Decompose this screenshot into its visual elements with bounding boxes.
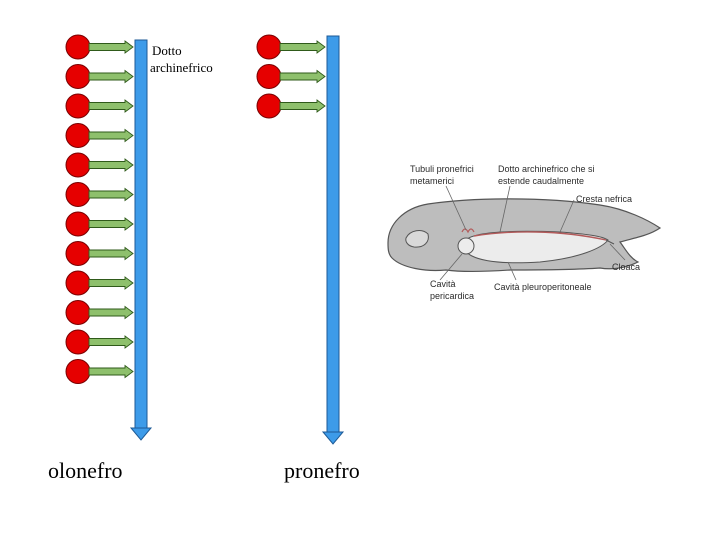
pronefro-label: pronefro (284, 458, 360, 483)
left-tubule-arrow-3 (88, 99, 134, 113)
label-dotto-line-1: Dotto archinefrico che si (498, 164, 595, 174)
left-tubule-arrow-12 (88, 364, 134, 379)
duct-label-line-1: Dotto (152, 43, 182, 58)
left-tubule-6 (65, 182, 91, 207)
left-tubule-8 (65, 241, 91, 266)
label-pericardica-line-1: Cavità (430, 279, 456, 289)
right-tubule-3 (256, 93, 282, 119)
right-archinephric-duct (321, 35, 345, 445)
archinephric-duct-inset (473, 231, 607, 241)
olonefro-label: olonefro (48, 458, 123, 483)
left-tubule-arrow-10 (88, 305, 134, 320)
left-tubule-2 (65, 64, 91, 89)
left-tubule-arrow-9 (88, 276, 134, 290)
left-tubule-5 (65, 152, 91, 178)
pericardial-cavity (457, 237, 475, 255)
right-tubule-1 (256, 34, 282, 60)
left-tubule-arrow-11 (88, 335, 134, 349)
left-tubule-arrow-7 (88, 217, 134, 231)
right-tubule-arrow-1 (279, 40, 326, 54)
right-tubule-arrow-3 (279, 99, 326, 113)
left-tubule-arrow-1 (88, 40, 134, 54)
label-pericardica: Cavità pericardica (430, 279, 474, 301)
right-tubules-group (256, 34, 326, 119)
left-tubule-3 (65, 93, 91, 119)
left-tubule-arrow-2 (88, 69, 134, 84)
label-pericardica-line-2: pericardica (430, 291, 474, 301)
label-pleuro: Cavità pleuroperitoneale (494, 282, 592, 292)
left-tubule-10 (65, 300, 91, 325)
label-tubuli-line-2: metamerici (410, 176, 454, 186)
right-tubule-arrow-2 (279, 69, 326, 84)
embryo-inset: Tubuli pronefrici metamerici Dotto archi… (387, 164, 662, 301)
eye-outline (405, 230, 429, 248)
cloaca-mark (605, 239, 615, 245)
pronephric-tubules-inset (461, 228, 475, 234)
leader-lines (439, 185, 626, 281)
left-tubule-arrow-6 (88, 187, 134, 202)
left-archinephric-duct (129, 39, 153, 441)
left-tubule-4 (65, 123, 91, 148)
left-tubule-7 (65, 211, 91, 237)
left-tubule-arrow-4 (88, 128, 134, 143)
left-tubule-1 (65, 34, 91, 60)
duct-label: Dotto archinefrico (150, 43, 213, 75)
right-tubule-2 (256, 64, 282, 89)
left-tubules-group (65, 34, 134, 384)
left-tubule-arrow-5 (88, 158, 134, 172)
left-tubule-12 (65, 359, 91, 384)
label-cresta: Cresta nefrica (576, 194, 632, 204)
left-tubule-arrow-8 (88, 246, 134, 261)
label-dotto: Dotto archinefrico che si estende caudal… (498, 164, 597, 186)
left-tubule-11 (65, 329, 91, 355)
label-dotto-line-2: estende caudalmente (498, 176, 584, 186)
duct-label-line-2: archinefrico (150, 60, 213, 75)
label-tubuli: Tubuli pronefrici metamerici (410, 164, 476, 186)
label-cloaca: Cloaca (612, 262, 640, 272)
label-tubuli-line-1: Tubuli pronefrici (410, 164, 474, 174)
left-tubule-9 (65, 270, 91, 296)
